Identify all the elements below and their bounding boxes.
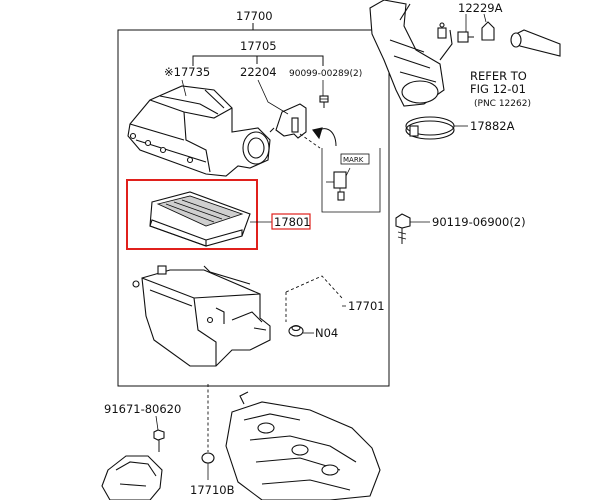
intake-duct	[101, 455, 163, 500]
connector-detail	[326, 167, 351, 201]
fitting-12229a	[481, 21, 495, 41]
leader-17701	[285, 275, 343, 299]
highlight-frame-17801	[126, 179, 258, 250]
label-17882a[interactable]: 17882A	[470, 119, 515, 133]
grommet-n04[interactable]	[288, 324, 304, 337]
highlight-label-box-17801	[271, 213, 311, 230]
bolt-90119-06900[interactable]	[395, 213, 411, 244]
refer-text-line2: FIG 12-01	[470, 82, 526, 96]
hose-clamp-17882a[interactable]	[405, 116, 455, 140]
label-17701[interactable]: 17701	[348, 299, 385, 313]
grommet-17710b[interactable]	[201, 452, 215, 464]
label-17705[interactable]: 17705	[240, 39, 277, 53]
screw-90099-00289[interactable]	[319, 95, 329, 108]
label-17735[interactable]: ※17735	[164, 65, 210, 79]
air-cleaner-cap[interactable]	[127, 85, 271, 177]
label-91671-80620[interactable]: 91671-80620	[104, 402, 181, 416]
label-n04[interactable]: N04	[315, 326, 338, 340]
mark-label: MARK	[343, 156, 364, 164]
hose-clip	[437, 22, 447, 39]
label-22204[interactable]: 22204	[240, 65, 277, 79]
refer-pipe	[510, 29, 561, 57]
label-17700[interactable]: 17700	[236, 9, 273, 23]
label-17710b[interactable]: 17710B	[190, 483, 235, 497]
detail-frame	[321, 148, 381, 213]
label-90119-06900[interactable]: 90119-06900(2)	[432, 215, 526, 229]
air-cleaner-case-17701[interactable]	[132, 265, 271, 367]
refer-text-line3: (PNC 12262)	[474, 99, 531, 109]
air-flow-sensor-22204[interactable]	[269, 103, 307, 139]
bolt-91671-80620[interactable]	[153, 429, 165, 452]
label-90099-00289[interactable]: 90099-00289(2)	[289, 69, 362, 79]
intake-manifold	[225, 391, 381, 500]
intake-hose[interactable]	[369, 0, 453, 107]
bracket-17705	[192, 55, 324, 66]
label-12229a[interactable]: 12229A	[458, 1, 503, 15]
leader-22204	[257, 79, 289, 115]
label-17801[interactable]: 17801	[274, 215, 311, 229]
mark-box	[340, 153, 370, 165]
air-filter-element-17801[interactable]	[149, 191, 251, 247]
refer-text-line1: REFER TO	[470, 69, 527, 83]
bolt-12229a[interactable]	[457, 31, 474, 43]
leader-17735	[181, 79, 187, 97]
